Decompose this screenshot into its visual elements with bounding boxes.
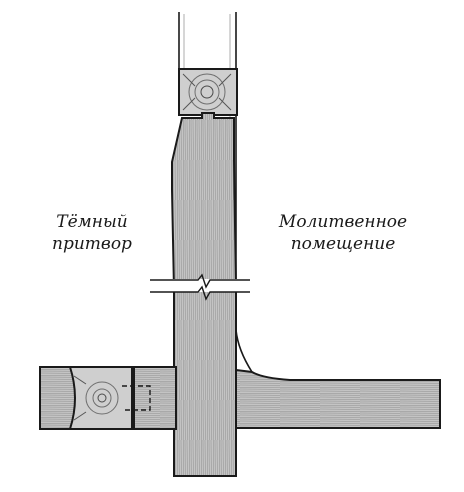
label-prayer-room-line2: помещение bbox=[290, 234, 396, 254]
right-horizontal-log bbox=[235, 368, 441, 429]
label-dark-narthex-line2: притвор bbox=[52, 234, 132, 254]
label-dark-narthex: Тёмный притвор bbox=[46, 211, 138, 255]
label-dark-narthex-line1: Тёмный bbox=[56, 212, 128, 232]
break-symbol-icon bbox=[150, 273, 250, 301]
top-log-end-icon bbox=[178, 68, 238, 116]
label-prayer-room: Молитвенное помещение bbox=[268, 211, 418, 255]
connector-block bbox=[122, 366, 177, 430]
label-prayer-room-line1: Молитвенное bbox=[278, 212, 408, 232]
left-log-end-icon bbox=[68, 366, 133, 430]
